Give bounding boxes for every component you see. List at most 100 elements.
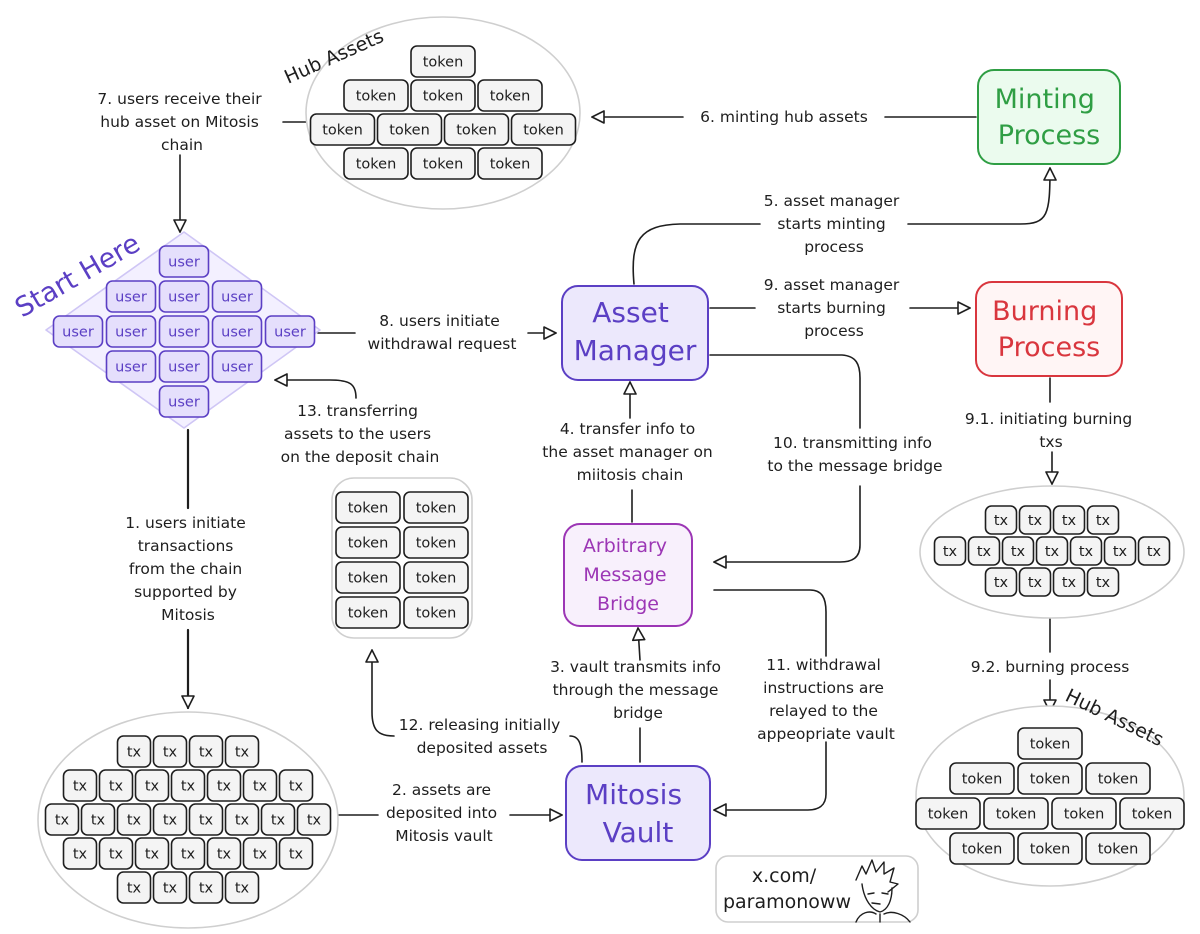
arbitrary-message-bridge-title: Arbitrary Message Bridge	[583, 535, 673, 615]
token-cell-box	[343, 147, 409, 180]
user-cell-box	[105, 280, 157, 313]
tx-cell-label: tx	[1096, 575, 1111, 591]
tx-cell-box	[1018, 505, 1052, 535]
tx-cell: tx	[224, 871, 260, 904]
user-cell-label: user	[221, 290, 253, 306]
token-cell: token	[949, 832, 1015, 865]
tx-cell: tx	[170, 837, 206, 870]
tx-cell: tx	[152, 871, 188, 904]
token-cell-box	[510, 113, 577, 146]
user-cell-label: user	[168, 395, 200, 411]
tx-cell-box	[170, 769, 206, 802]
token-cell-box	[410, 147, 476, 180]
token-cell-label: token	[356, 89, 397, 105]
tx-cell-label: tx	[145, 779, 160, 795]
tx-cell-label: tx	[1096, 513, 1111, 529]
tx-cell-label: tx	[994, 513, 1009, 529]
tx-cell: tx	[62, 837, 98, 870]
user-cell-box	[158, 315, 210, 348]
tx-cell-box	[1086, 505, 1120, 535]
tx-cell-label: tx	[1028, 513, 1043, 529]
token-cell-label: token	[348, 571, 389, 587]
user-cell: user	[105, 280, 157, 313]
token-cell-label: token	[523, 123, 564, 139]
tx-cell-box	[62, 837, 98, 870]
tx-cell-label: tx	[55, 813, 70, 829]
token-cell-box	[403, 526, 469, 559]
node-asset-manager: Asset Manager	[561, 285, 709, 381]
token-cell-label: token	[416, 501, 457, 517]
tx-cell: tx	[242, 769, 278, 802]
token-cell: token	[309, 113, 376, 146]
token-cell: token	[403, 561, 469, 594]
token-cell-box	[1017, 727, 1083, 760]
token-cell-box	[403, 561, 469, 594]
token-cell: token	[335, 561, 401, 594]
tx-cell: tx	[116, 803, 152, 836]
tx-cell-label: tx	[1079, 544, 1094, 560]
token-cell-box	[335, 561, 401, 594]
tx-cell-label: tx	[253, 779, 268, 795]
label-step-10: 10. transmitting info to the message bri…	[767, 434, 942, 475]
token-cell-label: token	[1098, 842, 1139, 858]
user-cell-label: user	[168, 255, 200, 271]
user-cell: user	[158, 315, 210, 348]
user-cell-label: user	[115, 360, 147, 376]
user-cell: user	[211, 315, 263, 348]
token-cell: token	[335, 596, 401, 629]
tx-cell-label: tx	[163, 881, 178, 897]
user-cell-box	[211, 350, 263, 383]
tx-cell-label: tx	[1113, 544, 1128, 560]
token-cell-box	[403, 596, 469, 629]
deposit-tx-ellipse	[37, 711, 339, 929]
token-cell-label: token	[356, 157, 397, 173]
token-cell-label: token	[928, 807, 969, 823]
token-cell-box	[335, 596, 401, 629]
tx-cell-box	[134, 769, 170, 802]
asset-manager-title: Asset Manager	[574, 296, 697, 367]
tx-cell-box	[1103, 536, 1137, 566]
token-cell-box	[1017, 762, 1083, 795]
token-cell-label: token	[1064, 807, 1105, 823]
mitosis-vault-box	[565, 765, 711, 861]
user-cell-box	[264, 315, 316, 348]
tx-cell-box	[206, 769, 242, 802]
user-cell: user	[52, 315, 104, 348]
tx-cell-box	[188, 803, 224, 836]
token-cell-label: token	[423, 157, 464, 173]
tx-cell-label: tx	[1045, 544, 1060, 560]
tx-cell-box	[188, 735, 224, 768]
tx-cell-box	[984, 505, 1018, 535]
token-cell-box	[477, 147, 543, 180]
label-step-3: 3. vault transmits info through the mess…	[550, 658, 726, 722]
tx-cell-label: tx	[199, 881, 214, 897]
tx-cell-label: tx	[199, 813, 214, 829]
tx-cell-box	[170, 837, 206, 870]
tx-cell-label: tx	[91, 813, 106, 829]
mitosis-vault-title: Mitosis Vault	[585, 778, 691, 849]
token-cell: token	[915, 797, 981, 830]
token-cell: token	[1017, 727, 1083, 760]
tx-cell: tx	[116, 871, 152, 904]
token-cell-box	[335, 491, 401, 524]
tx-cell: tx	[1103, 536, 1137, 566]
tx-cell-box	[278, 769, 314, 802]
node-mitosis-vault: Mitosis Vault	[565, 765, 711, 861]
tx-cell-box	[984, 567, 1018, 597]
tx-cell: tx	[188, 803, 224, 836]
tx-cell: tx	[278, 769, 314, 802]
arrow-step-5	[632, 168, 1050, 285]
token-cell-box	[949, 832, 1015, 865]
token-cell-label: token	[416, 606, 457, 622]
tx-cell-box	[98, 837, 134, 870]
arrow-step-4	[630, 382, 632, 523]
user-cell-label: user	[221, 325, 253, 341]
user-cell-box	[158, 350, 210, 383]
token-cell-label: token	[423, 89, 464, 105]
token-cell: token	[443, 113, 510, 146]
tx-cell: tx	[984, 505, 1018, 535]
label-step-9: 9. asset manager starts burning process	[764, 276, 905, 340]
label-step-9-1: 9.1. initiating burning txs	[965, 410, 1137, 451]
